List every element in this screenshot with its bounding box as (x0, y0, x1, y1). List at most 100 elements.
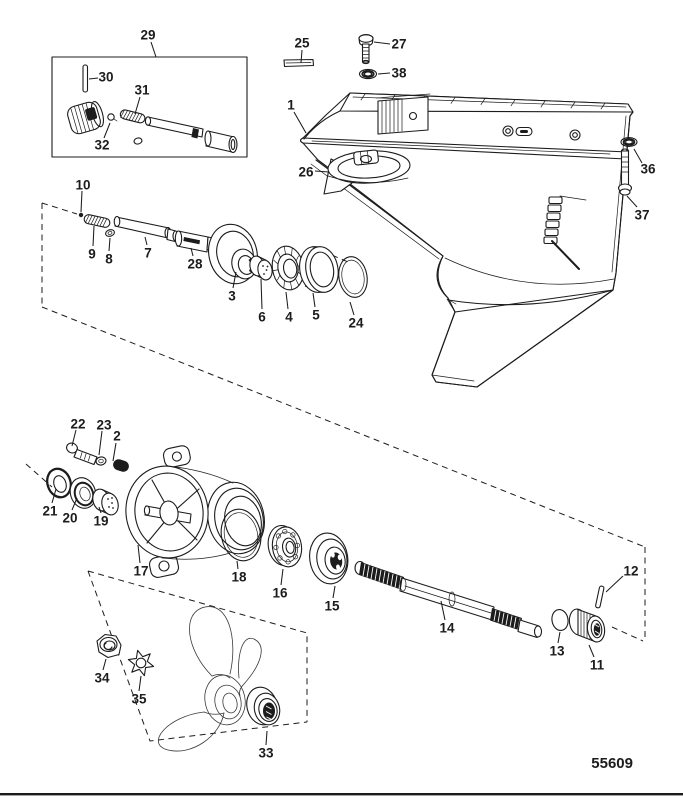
trim-tab (323, 149, 411, 195)
leader-line-34 (102, 658, 107, 671)
callout-32: 32 (94, 138, 109, 153)
callout-30: 30 (98, 70, 113, 85)
part-25-shim (283, 58, 315, 68)
leader-line-32 (103, 122, 111, 139)
leader-line-5 (312, 292, 316, 308)
part-6-roller-bearing (249, 255, 273, 281)
leader-line-13 (557, 631, 561, 644)
leader-line-7 (144, 236, 148, 246)
callout-10: 10 (75, 178, 90, 193)
callout-15: 15 (324, 599, 340, 614)
callout-17: 17 (133, 564, 148, 579)
group-boundary-lines (25, 202, 646, 742)
leader-line-30 (88, 77, 99, 80)
leader-line-16 (280, 568, 284, 586)
leader-line-19 (98, 506, 102, 514)
leader-line-18 (236, 560, 239, 570)
torpedo (436, 255, 615, 313)
shift-plug (204, 130, 238, 154)
part-33-thrust-hub (246, 686, 281, 726)
leader-line-26 (314, 170, 330, 173)
part-24-o-ring (338, 256, 368, 298)
callout-20: 20 (62, 511, 77, 526)
callout-31: 31 (134, 83, 150, 98)
part-35-tab-washer (127, 649, 155, 677)
callout-4: 4 (285, 310, 293, 325)
part-13-o-ring (551, 609, 569, 631)
callout-25: 25 (294, 36, 310, 51)
leader-line-31 (134, 96, 141, 115)
leader-line-28 (190, 247, 194, 257)
gear-housing (299, 92, 634, 388)
prop-shaft-group (354, 560, 606, 643)
housing-fasteners (502, 125, 581, 141)
part-27-bolt (358, 34, 374, 65)
leader-line-33 (265, 730, 268, 746)
shift-rod (144, 116, 204, 139)
part-10-ball (78, 212, 84, 218)
leader-line-22 (71, 429, 77, 447)
part-31-spring (119, 109, 146, 124)
leader-line-14 (440, 600, 446, 621)
leader-line-1 (293, 111, 307, 134)
leader-line-21 (51, 488, 57, 504)
callout-22: 22 (70, 417, 85, 432)
leader-line-4 (285, 291, 289, 310)
leader-line-2 (112, 442, 117, 462)
part-36-washer (620, 137, 638, 147)
bearing-carrier-group (46, 442, 349, 585)
callout-12: 12 (623, 564, 638, 579)
part-3-forward-gear (208, 223, 258, 285)
leader-line-8 (108, 237, 111, 252)
leader-line-23 (98, 430, 103, 456)
detail-box-29 (51, 56, 248, 158)
leader-line-35 (138, 675, 142, 692)
part-20-oil-seal (69, 477, 97, 509)
part-32-screw (107, 113, 118, 122)
leader-line-15 (332, 585, 336, 599)
callout-3: 3 (228, 289, 236, 304)
callout-23: 23 (96, 418, 112, 433)
callout-1: 1 (287, 98, 295, 113)
callout-24: 24 (348, 316, 364, 331)
bottom-rule (0, 793, 683, 796)
callout-16: 16 (272, 586, 288, 601)
leader-line-36 (633, 148, 643, 164)
callout-7: 7 (144, 246, 152, 261)
part-9-spring (83, 214, 111, 228)
leader-line-24 (349, 301, 355, 316)
callout-38: 38 (391, 66, 407, 81)
part-5-bearing-cup (299, 246, 339, 293)
leader-line-12 (605, 575, 624, 593)
callout-6: 6 (258, 310, 266, 325)
part-34-prop-nut (96, 633, 122, 659)
callout-18: 18 (231, 570, 247, 585)
leader-line-25 (300, 49, 303, 64)
leader-line-3 (232, 271, 237, 289)
part-30-pin (82, 64, 89, 93)
callout-14: 14 (439, 621, 455, 636)
part-22-bolt (66, 442, 98, 466)
callout-29: 29 (140, 28, 155, 43)
callout-28: 28 (187, 257, 203, 272)
callout-34: 34 (94, 671, 110, 686)
small-washer (133, 137, 143, 145)
propeller-group (96, 606, 281, 752)
callout-5: 5 (312, 308, 320, 323)
part-21-seal-ring (46, 467, 72, 499)
callout-9: 9 (88, 247, 96, 262)
anti-ventilation-plate (299, 137, 629, 160)
callout-26: 26 (298, 165, 314, 180)
callout-27: 27 (391, 37, 406, 52)
leader-line-20 (71, 497, 78, 511)
part-8-washer (105, 229, 115, 237)
part-17-bearing-carrier (125, 445, 265, 578)
skeg (431, 289, 614, 388)
leader-line-37 (626, 195, 638, 208)
leader-line-9 (92, 225, 95, 247)
leader-line-27 (373, 41, 391, 45)
water-intake-vents (543, 195, 587, 270)
